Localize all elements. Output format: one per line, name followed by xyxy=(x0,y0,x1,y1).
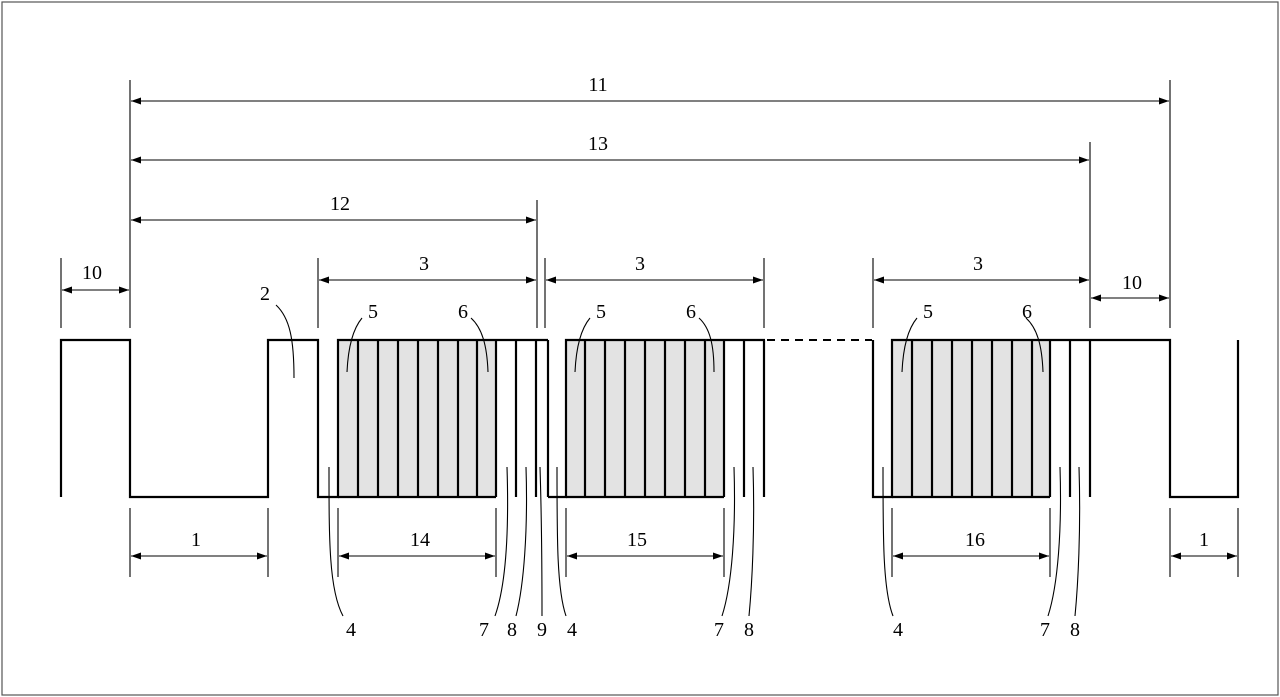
label-dim-13: 13 xyxy=(588,133,608,155)
leader-8-b xyxy=(748,466,755,617)
leader-8-c xyxy=(1074,466,1081,617)
dimension-arrows xyxy=(62,97,1237,560)
bit-lines xyxy=(356,340,1092,497)
leader-5-b xyxy=(574,317,591,373)
label-dim-3-b: 3 xyxy=(635,253,645,275)
leader-5-c xyxy=(901,317,918,373)
label-dim-10-left: 10 xyxy=(82,262,102,284)
label-ref-7-c: 7 xyxy=(1040,619,1050,641)
bit-lines-block-3 xyxy=(910,340,1092,497)
leader-7-c xyxy=(1047,466,1062,617)
leader-7-a xyxy=(494,466,509,617)
label-ref-7-b: 7 xyxy=(714,619,724,641)
label-dim-1-right: 1 xyxy=(1199,529,1209,551)
label-ref-8-b: 8 xyxy=(744,619,754,641)
leader-6-b xyxy=(698,317,715,373)
label-ref-5-b: 5 xyxy=(596,301,606,323)
label-dim-16: 16 xyxy=(965,529,985,551)
label-dim-1-left: 1 xyxy=(191,529,201,551)
label-dim-15: 15 xyxy=(627,529,647,551)
label-dim-11: 11 xyxy=(588,74,607,96)
label-ref-6-a: 6 xyxy=(458,301,468,323)
leader-4-b xyxy=(556,466,567,617)
shaded-regions xyxy=(338,340,1050,497)
leader-9 xyxy=(539,466,543,617)
waveform-segment-1 xyxy=(59,338,548,499)
leader-5-a xyxy=(346,317,363,373)
label-ref-5-a: 5 xyxy=(368,301,378,323)
leader-7-b xyxy=(721,466,736,617)
label-ref-4-c: 4 xyxy=(893,619,903,641)
label-dim-3-a: 3 xyxy=(419,253,429,275)
bit-lines-block-1 xyxy=(356,340,550,497)
extension-lines xyxy=(60,80,1239,577)
label-dim-12: 12 xyxy=(330,193,350,215)
leader-4-c xyxy=(882,466,894,617)
label-ref-8-c: 8 xyxy=(1070,619,1080,641)
label-ref-6-c: 6 xyxy=(1022,301,1032,323)
label-ref-7-a: 7 xyxy=(479,619,489,641)
label-dim-3-c: 3 xyxy=(973,253,983,275)
label-ref-9: 9 xyxy=(537,619,547,641)
labels: 11 13 12 10 10 3 3 3 1 14 15 16 1 2 5 6 … xyxy=(82,74,1209,641)
leader-6-c xyxy=(1025,317,1044,373)
label-ref-4-a: 4 xyxy=(346,619,356,641)
label-dim-10-right: 10 xyxy=(1122,272,1142,294)
label-dim-14: 14 xyxy=(410,529,430,551)
bit-lines-block-2 xyxy=(583,340,766,497)
label-ref-8-a: 8 xyxy=(507,619,517,641)
leader-lines xyxy=(275,304,1081,617)
label-ref-5-c: 5 xyxy=(923,301,933,323)
leader-2 xyxy=(275,304,295,379)
label-ref-4-b: 4 xyxy=(567,619,577,641)
leader-4-a xyxy=(328,466,344,617)
leader-8-a xyxy=(515,466,528,617)
label-ref-6-b: 6 xyxy=(686,301,696,323)
label-ref-2: 2 xyxy=(260,283,270,305)
leader-6-a xyxy=(470,317,489,373)
